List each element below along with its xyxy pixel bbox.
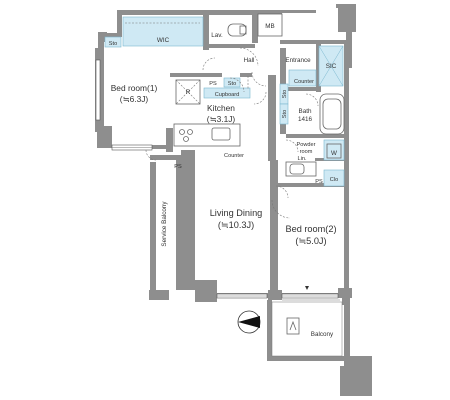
- powder-line2: room: [300, 149, 313, 155]
- lav-label: Lav.: [211, 32, 223, 39]
- marker-icon: [305, 286, 309, 290]
- storage-areas: [104, 16, 345, 187]
- fixtures: [173, 13, 345, 335]
- ps-label-3: PS: [315, 179, 323, 185]
- living-size: (≒10.3J): [218, 220, 254, 230]
- bedroom1-size: (≒6.3J): [120, 94, 149, 104]
- clo-label: Clo: [330, 177, 338, 183]
- doors: [145, 47, 319, 219]
- sto-label-4: Sto: [282, 110, 288, 118]
- living-name: Living Dining: [210, 208, 263, 218]
- lin-label: Lin.: [297, 156, 306, 162]
- north-arrow-icon: [237, 310, 261, 334]
- ac-unit-icon: [286, 317, 300, 335]
- balcony-label: Balcony: [311, 331, 334, 338]
- cupboard-label: Cupboard: [215, 92, 240, 98]
- sto-label-3: Sto: [282, 90, 288, 98]
- walls: [95, 4, 372, 396]
- washer-label: W: [331, 150, 337, 157]
- hall-label: Hall: [244, 57, 255, 64]
- counter-label-1: Counter: [224, 153, 244, 159]
- sto-label-2: Sto: [228, 81, 236, 87]
- refrigerator-label: R: [186, 89, 191, 96]
- bedroom2-name: Bed room(2): [285, 224, 336, 234]
- balcony-area: [271, 301, 343, 357]
- mb-label: MB: [265, 23, 274, 30]
- kitchen-name: Kitchen: [207, 103, 235, 113]
- bedroom1-name: Bed room(1): [111, 83, 158, 93]
- windows: [95, 59, 339, 299]
- ps-label-1: PS: [209, 81, 217, 87]
- sto-label-1: Sto: [109, 41, 117, 47]
- bath-name: Bath: [299, 108, 312, 115]
- bedroom2-size: (≒5.0J): [295, 236, 326, 246]
- powder-line1: Powder: [297, 142, 316, 148]
- wic-label: WIC: [157, 37, 170, 44]
- labels: Bed room(1) (≒6.3J) Kitchen (≒3.1J) Livi…: [109, 23, 338, 338]
- bath-size: 1416: [298, 116, 313, 123]
- ps-label-2: PS: [174, 164, 182, 170]
- kitchen-size: (≒3.1J): [207, 114, 236, 124]
- counter-label-2: Counter: [294, 79, 314, 85]
- sic-label: SIC: [326, 63, 337, 70]
- entrance-label: Entrance: [285, 57, 311, 64]
- service-balcony-label: Service Balcony: [161, 201, 168, 247]
